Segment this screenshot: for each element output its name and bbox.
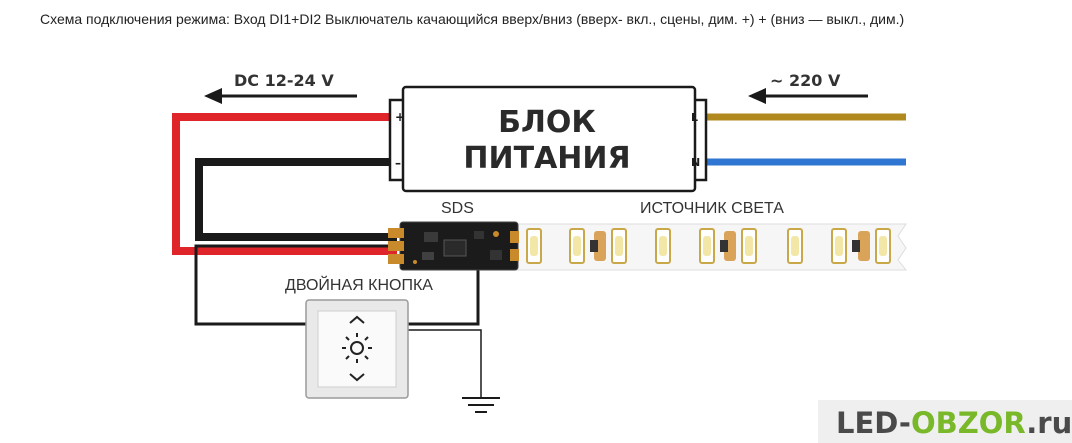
led-strip-label: ИСТОЧНИК СВЕТА — [640, 200, 784, 217]
led-chip — [655, 228, 671, 264]
led-chip — [831, 228, 847, 264]
ground-wire — [406, 329, 482, 398]
strip-solder-pad — [594, 231, 606, 261]
led-chip — [526, 228, 542, 264]
led-chip — [741, 228, 757, 264]
led-chip — [611, 228, 627, 264]
led-resistor — [720, 240, 728, 252]
led-resistor — [852, 240, 860, 252]
led-chip — [787, 228, 803, 264]
power-supply: БЛОК ПИТАНИЯ + – L N — [388, 85, 708, 193]
watermark-part1: LED- — [836, 406, 911, 440]
watermark-part3: .ru — [1026, 406, 1072, 440]
strip-solder-pad — [724, 231, 736, 261]
button-label: ДВОЙНАЯ КНОПКА — [285, 275, 433, 294]
black-wire — [195, 158, 397, 241]
button-wire-2 — [406, 260, 480, 326]
psu-l-terminal: L — [691, 111, 698, 124]
led-strip — [509, 223, 908, 271]
arrow-left-icon — [748, 88, 868, 104]
site-watermark: LED-OBZOR.ru — [818, 400, 1072, 443]
strip-solder-pad — [858, 231, 870, 261]
psu-minus-terminal: – — [395, 156, 401, 170]
led-chip — [569, 228, 585, 264]
psu-n-terminal: N — [691, 156, 700, 169]
chevron-down-icon — [349, 373, 365, 382]
ac-voltage-label: ~ 220 V — [770, 71, 841, 90]
sun-icon — [342, 333, 372, 363]
ground-icon — [462, 397, 500, 413]
chevron-up-icon — [349, 315, 365, 324]
psu-title-line1: БЛОК — [498, 105, 596, 140]
arrow-left-icon — [204, 88, 357, 104]
psu-title-line2: ПИТАНИЯ — [463, 141, 630, 176]
diagram-caption: Схема подключения режима: Вход DI1+DI2 В… — [40, 11, 904, 27]
sds-controller — [388, 221, 519, 271]
double-button — [305, 299, 409, 399]
led-resistor — [590, 240, 598, 252]
dc-voltage-label: DC 12-24 V — [234, 71, 334, 90]
svg-text:LED-OBZOR.ru: LED-OBZOR.ru — [836, 406, 1072, 440]
led-chip — [699, 228, 715, 264]
button-wire-1 — [194, 244, 398, 326]
psu-plus-terminal: + — [395, 110, 405, 124]
watermark-part2: OBZOR — [911, 406, 1026, 440]
led-chip — [875, 228, 891, 264]
red-wire — [172, 113, 397, 255]
sds-label: SDS — [441, 200, 474, 217]
